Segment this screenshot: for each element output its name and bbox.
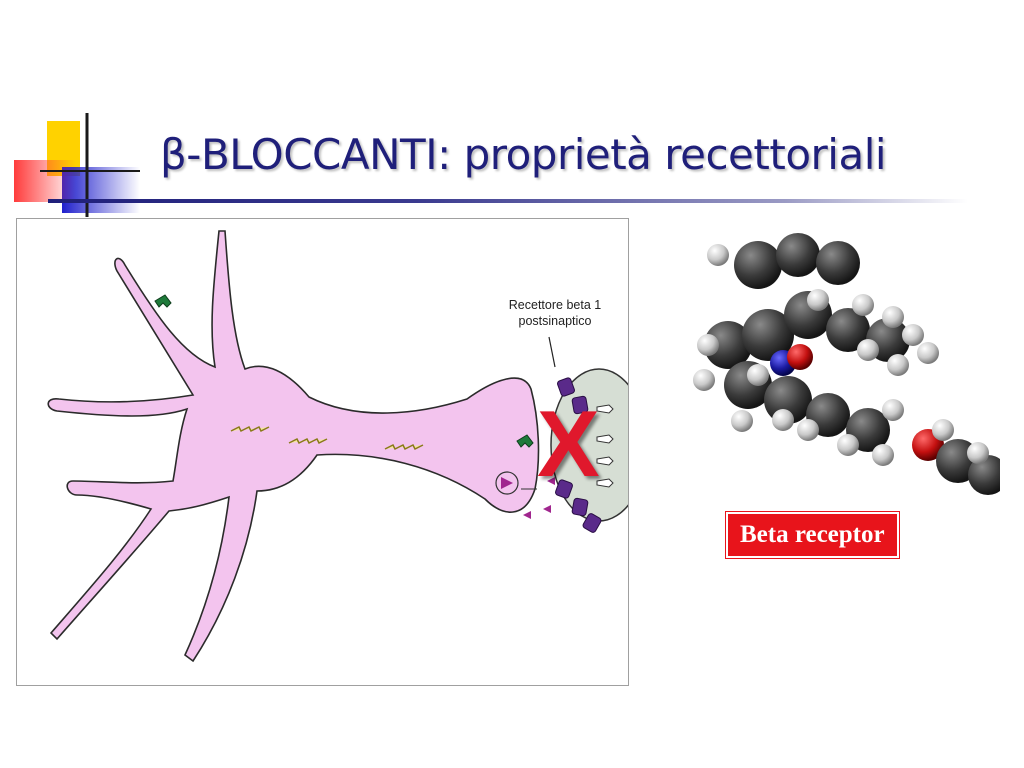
receptor-1 [557,377,575,397]
slide-logo-decoration [14,113,140,217]
molecule-atoms [693,233,1000,495]
receptor-4 [571,497,589,517]
caption-pointer-line [548,336,556,368]
ligand-2 [543,505,551,513]
ligand-3 [547,477,555,485]
receptor-caption-line1: Recettore beta 1 [508,298,602,312]
slide-title: β-BLOCCANTI: proprietà recettoriali [160,130,887,179]
receptor-5 [582,513,602,533]
vesicle-ligand [501,477,513,489]
receptor-caption-line2: postsinaptico [518,314,592,328]
impulse-marks [230,425,424,451]
impulse-mark-3 [384,443,424,451]
signal-arrow-2 [596,434,614,444]
signal-arrows [596,404,614,488]
logo-red-square [14,160,76,202]
receptor-caption: Recettore beta 1 postsinaptico [495,297,615,329]
green-receptor-terminal [516,434,534,448]
signal-arrow-3 [596,456,614,466]
receptor-3 [555,479,573,499]
title-underline [48,199,968,203]
signal-arrow-4 [596,478,614,488]
impulse-mark-2 [288,437,328,445]
signal-arrow-1 [596,404,614,414]
beta-receptor-molecule-model [693,233,1000,495]
neuron-body [47,230,540,663]
beta-receptor-label: Beta receptor [726,512,899,558]
neuron-illustration [47,230,628,663]
neuron-synapse-figure: Recettore beta 1 postsinaptico X [16,218,629,686]
ligand-1 [523,511,531,519]
block-mark: X [537,391,600,496]
beta1-receptors [555,377,602,533]
receptor-2 [571,395,589,415]
impulse-mark-1 [230,425,270,433]
green-receptor-upper [154,294,172,308]
synaptic-vesicle [495,471,519,495]
